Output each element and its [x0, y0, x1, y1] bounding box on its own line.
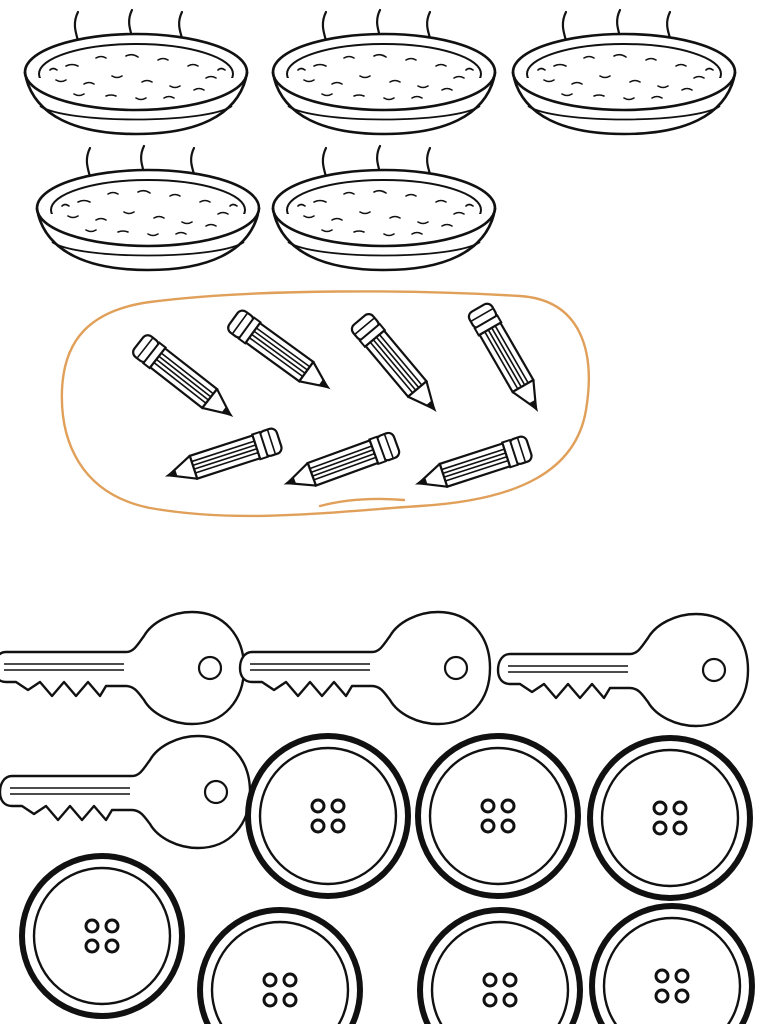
pencil-icon: [129, 331, 243, 429]
soup-bowl-icon: [35, 144, 261, 272]
button-icon: [592, 906, 752, 1024]
soup-bowl-icon: [23, 8, 249, 136]
button-icon: [200, 910, 360, 1024]
button-icon: [248, 736, 408, 896]
pencil-icon: [348, 310, 448, 422]
button-icon: [418, 736, 578, 896]
key-icon: [0, 734, 252, 850]
key-icon: [0, 610, 246, 726]
soup-bowl-icon: [511, 8, 737, 136]
pencil-icon: [465, 300, 551, 420]
pencil-group: [129, 300, 551, 499]
button-icon: [590, 738, 750, 898]
button-icon: [22, 856, 182, 1016]
circled-group-marker: [60, 290, 590, 518]
soup-bowl-group: [23, 8, 737, 272]
pencil-icon: [159, 425, 285, 491]
key-icon: [496, 612, 750, 728]
soup-bowl-icon: [271, 8, 497, 136]
button-icon: [420, 910, 580, 1024]
pencil-icon: [278, 430, 402, 498]
soup-bowl-icon: [271, 144, 497, 272]
key-icon: [238, 610, 492, 726]
pencil-icon: [224, 307, 340, 401]
